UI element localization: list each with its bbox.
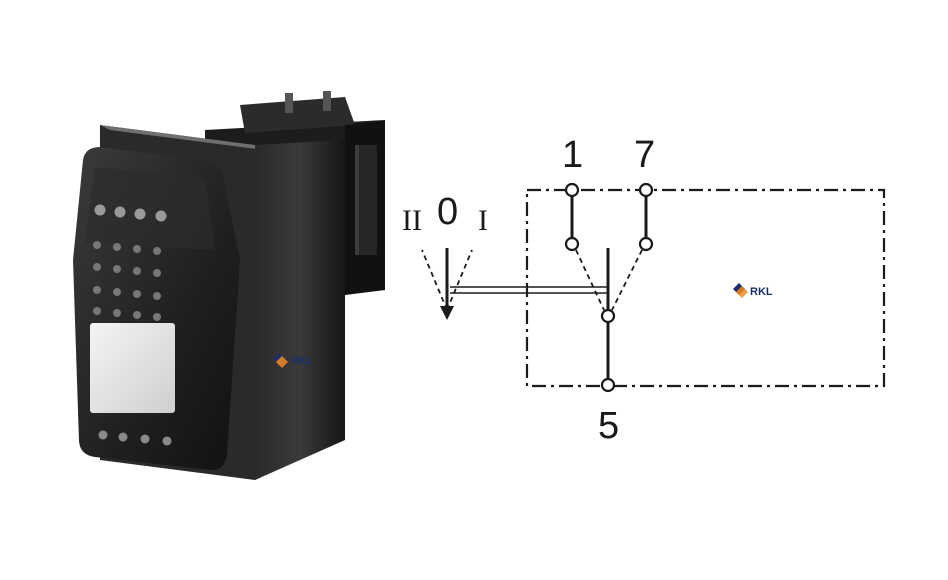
terminal-label-5: 5 [598,405,619,447]
bottom-dot-row [98,430,172,446]
terminal-label-1: 1 [562,134,583,176]
terminal-label-7: 7 [634,134,655,176]
rocker-switch-photo: RKL [73,91,385,480]
right-position-line [446,249,473,311]
terminal-5-node [600,377,616,393]
contact-7 [638,182,654,252]
switch-schematic: 1 7 5 0 II I RKL [402,134,886,447]
photo-watermark-logo: RKL [273,353,314,368]
left-position-line [421,249,448,311]
rocker-actuator [73,147,240,470]
photo-watermark-text: RKL [291,355,314,367]
contact-1 [564,182,580,252]
position-label-right: I [478,204,488,237]
mechanical-linkage [450,286,608,294]
position-label-center: 0 [437,191,458,233]
schematic-watermark-text: RKL [750,286,773,298]
position-label-left: II [402,204,422,237]
position-indicator [421,248,473,320]
dot-grid [93,241,161,321]
top-dot-row [94,204,167,222]
enclosure-border [525,188,886,388]
common-pole [575,248,643,393]
schematic-watermark-logo: RKL [733,283,773,298]
lens-window [90,323,175,413]
pole-dashed-right [611,249,643,311]
pole-dashed-left [575,249,605,311]
